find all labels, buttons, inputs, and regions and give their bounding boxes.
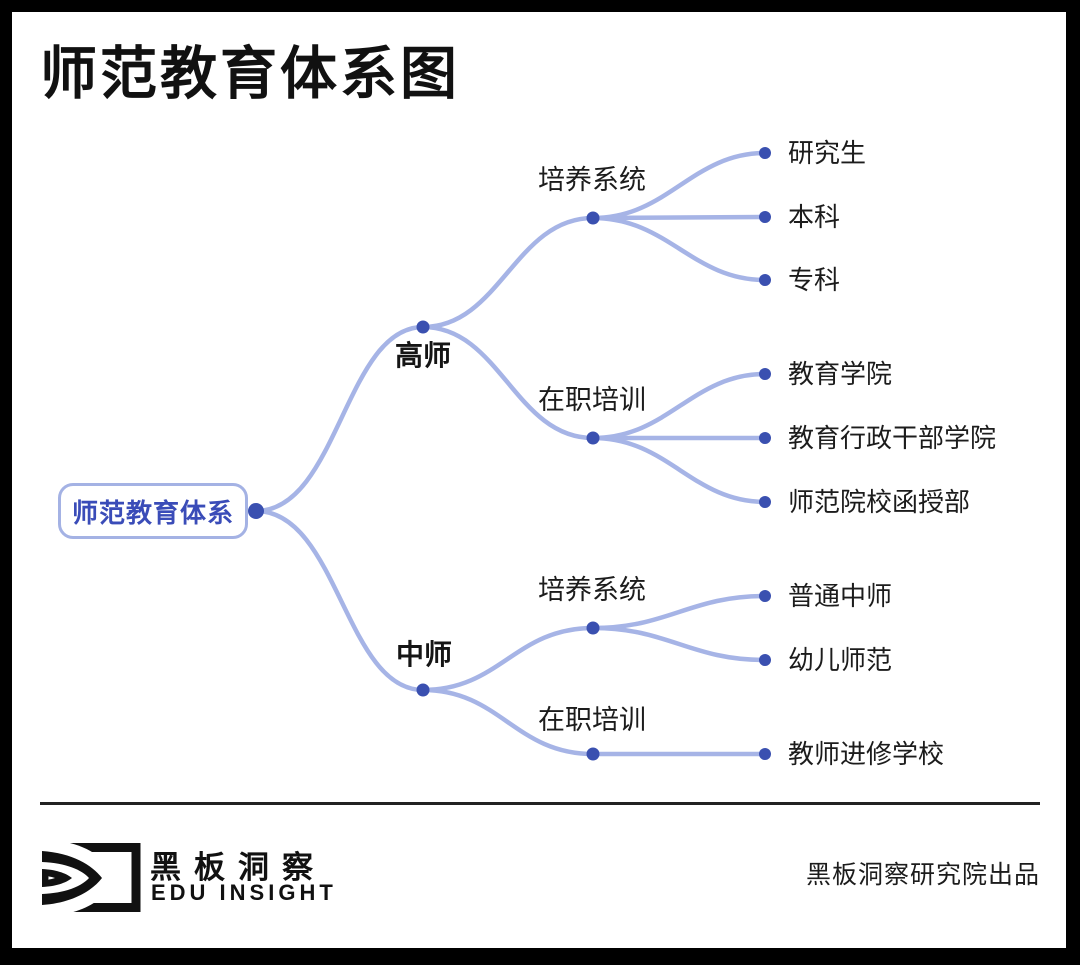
- logo-text-en: EDU INSIGHT: [151, 880, 337, 905]
- leaf-label-shifanhanshou: 师范院校函授部: [788, 487, 971, 517]
- logo-text-cn: 黑板洞察: [150, 850, 326, 885]
- leaf-label-benke: 本科: [788, 202, 841, 232]
- root-node: 师范教育体系: [58, 483, 248, 539]
- eye-logo-icon: [42, 843, 141, 913]
- white-canvas: [12, 12, 1066, 948]
- node-label-zaizhi-upper: 在职培训: [538, 385, 646, 415]
- node-label-zaizhi-lower: 在职培训: [538, 705, 646, 735]
- footer-separator-line: [40, 802, 1040, 805]
- leaf-label-jiaoyuxingzheng: 教育行政干部学院: [788, 423, 997, 453]
- leaf-label-yanjiusheng: 研究生: [788, 138, 867, 168]
- root-node-label: 师范教育体系: [71, 497, 234, 528]
- node-label-zhongshi: 中师: [396, 639, 453, 670]
- page-title: 师范教育体系图: [40, 42, 460, 106]
- leaf-label-jiaoshijinxiu: 教师进修学校: [788, 739, 945, 769]
- leaf-label-zhuanke: 专科: [788, 265, 841, 295]
- leaf-label-putongzhongshi: 普通中师: [788, 581, 893, 611]
- node-label-peiyang-upper: 培养系统: [538, 165, 646, 195]
- leaf-label-jiaoyuxueyuan: 教育学院: [788, 359, 893, 389]
- leaf-label-youershifan: 幼儿师范: [788, 645, 893, 675]
- node-label-peiyang-lower: 培养系统: [538, 575, 646, 605]
- credit-text: 黑板洞察研究院出品: [805, 861, 1040, 889]
- node-label-gaoshi: 高师: [395, 340, 452, 371]
